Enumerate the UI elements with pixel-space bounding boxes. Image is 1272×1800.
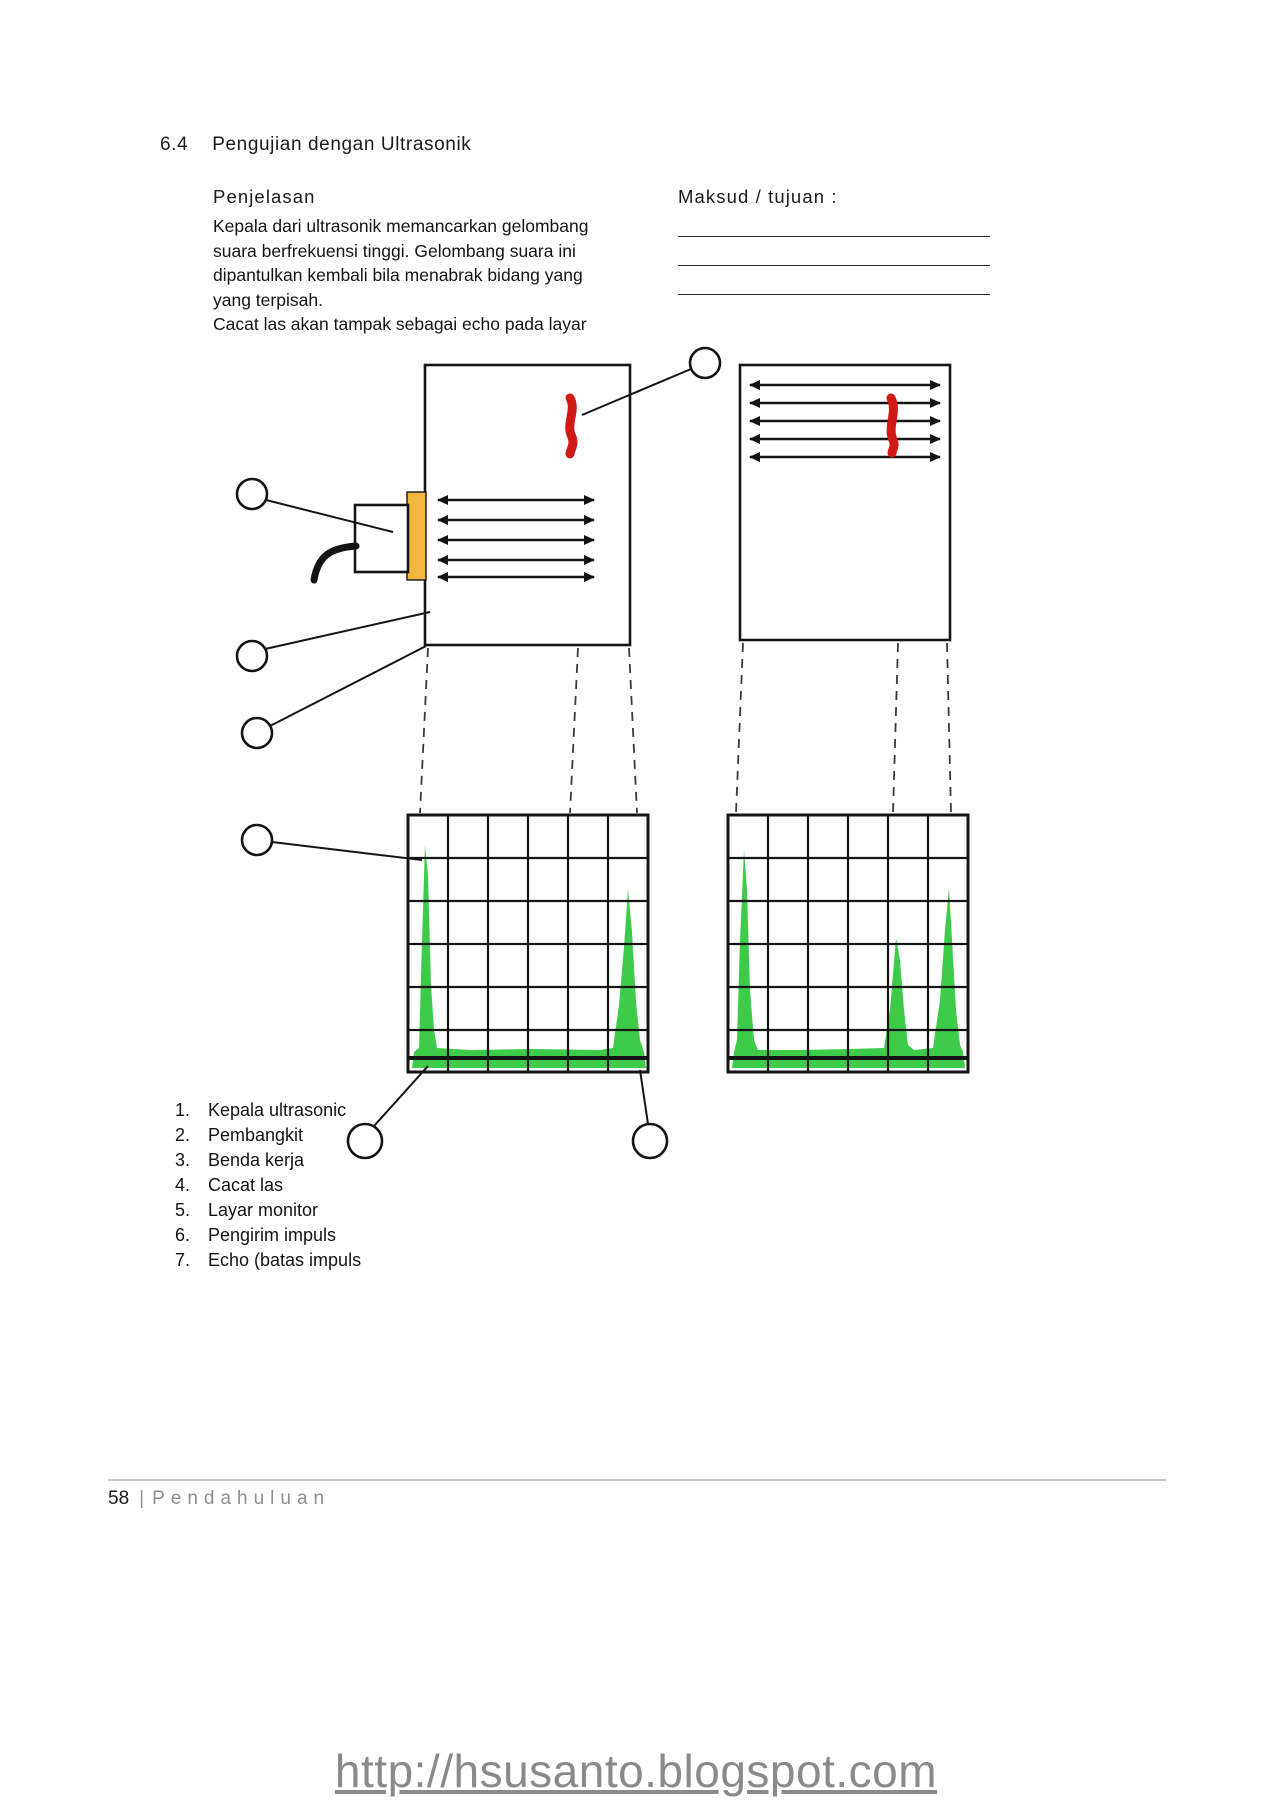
weld-defect-right [886, 393, 899, 458]
callout-circle-probe [235, 477, 269, 511]
explanation-line: dipantulkan kembali bila menabrak bidang… [213, 265, 583, 285]
section-title: Pengujian dengan Ultrasonik [212, 134, 472, 155]
legend-number: 4. [175, 1175, 191, 1195]
workpiece-right [738, 363, 952, 642]
monitor-grid-right [728, 815, 968, 1072]
legend-list: 1. Kepala ultrasonic 2. Pembangkit 3. Be… [175, 1100, 361, 1275]
coupling-layer [406, 491, 427, 581]
footer-separator: | [139, 1488, 145, 1509]
ultrasonic-probe [353, 503, 410, 574]
explanation-block: Penjelasan Kepala dari ultrasonik memanc… [213, 186, 683, 337]
footer: 58 | Pendahuluan [108, 1488, 330, 1510]
explanation-line: Kepala dari ultrasonik memancarkan gelom… [213, 216, 589, 236]
purpose-blank-line [678, 237, 990, 266]
projection-dashed-lines-right [735, 642, 952, 814]
section-heading: 6.4 Pengujian dengan Ultrasonik [160, 134, 471, 156]
legend-item: 1. Kepala ultrasonic [175, 1100, 361, 1125]
legend-number: 3. [175, 1150, 191, 1170]
explanation-line: suara berfrekuensi tinggi. Gelombang sua… [213, 240, 576, 261]
legend-label: Cacat las [208, 1175, 284, 1195]
legend-number: 5. [175, 1200, 191, 1220]
monitor-grid-left [408, 815, 648, 1072]
legend-item: 5. Layar monitor [175, 1200, 361, 1225]
callout-circle-workpiece [235, 639, 269, 673]
purpose-block: Maksud / tujuan : [678, 186, 992, 295]
section-number: 6.4 [160, 134, 189, 155]
explanation-line: Cacat las akan tampak sebagai echo pada … [213, 314, 587, 334]
legend-label: Benda kerja [208, 1150, 305, 1170]
sound-wave-arrows-left [437, 495, 595, 582]
legend-label: Echo (batas impuls [208, 1250, 362, 1270]
monitor-screen-right [726, 813, 970, 1074]
legend-label: Pengirim impuls [208, 1225, 337, 1245]
weld-defect-left [565, 393, 578, 459]
sound-wave-arrows-right [749, 380, 941, 462]
callout-circle-generator [240, 716, 274, 750]
callout-circle-echo [631, 1122, 669, 1160]
projection-dashed-lines-left [419, 647, 638, 814]
legend-number: 6. [175, 1225, 191, 1245]
legend-label: Kepala ultrasonic [208, 1100, 347, 1120]
purpose-heading: Maksud / tujuan : [678, 186, 838, 207]
ultrasonic-testing-diagram [235, 346, 970, 1160]
explanation-line: yang terpisah. [213, 289, 323, 310]
echo-trace-right [732, 850, 965, 1068]
monitor-screen-left [406, 813, 650, 1074]
legend-label: Layar monitor [208, 1200, 319, 1220]
probe-cable [310, 542, 360, 584]
legend-number: 7. [175, 1250, 191, 1270]
legend-number: 2. [175, 1125, 191, 1145]
footer-page-number: 58 [108, 1488, 130, 1509]
legend-item: 3. Benda kerja [175, 1150, 361, 1175]
explanation-heading: Penjelasan [213, 186, 316, 207]
callout-circle-monitor [240, 823, 274, 857]
legend-item: 2. Pembangkit [175, 1125, 361, 1150]
callout-circles [235, 346, 722, 1160]
callout-lines [264, 368, 692, 1127]
watermark-url: http://hsusanto.blogspot.com [334, 1745, 938, 1797]
monitor-border-right [726, 813, 970, 1074]
purpose-blank-line [678, 208, 990, 237]
legend-item: 7. Echo (batas impuls [175, 1250, 361, 1275]
callout-circle-defect [688, 346, 722, 380]
footer-chapter: Pendahuluan [152, 1488, 331, 1509]
echo-trace-left [412, 845, 646, 1068]
footer-rule [108, 1479, 1166, 1481]
monitor-border-left [406, 813, 650, 1074]
legend-number: 1. [175, 1100, 191, 1120]
legend-label: Pembangkit [208, 1125, 304, 1145]
legend-item: 4. Cacat las [175, 1175, 361, 1200]
legend-item: 6. Pengirim impuls [175, 1225, 361, 1250]
workpiece-left [423, 363, 632, 647]
purpose-blank-line [678, 266, 990, 295]
